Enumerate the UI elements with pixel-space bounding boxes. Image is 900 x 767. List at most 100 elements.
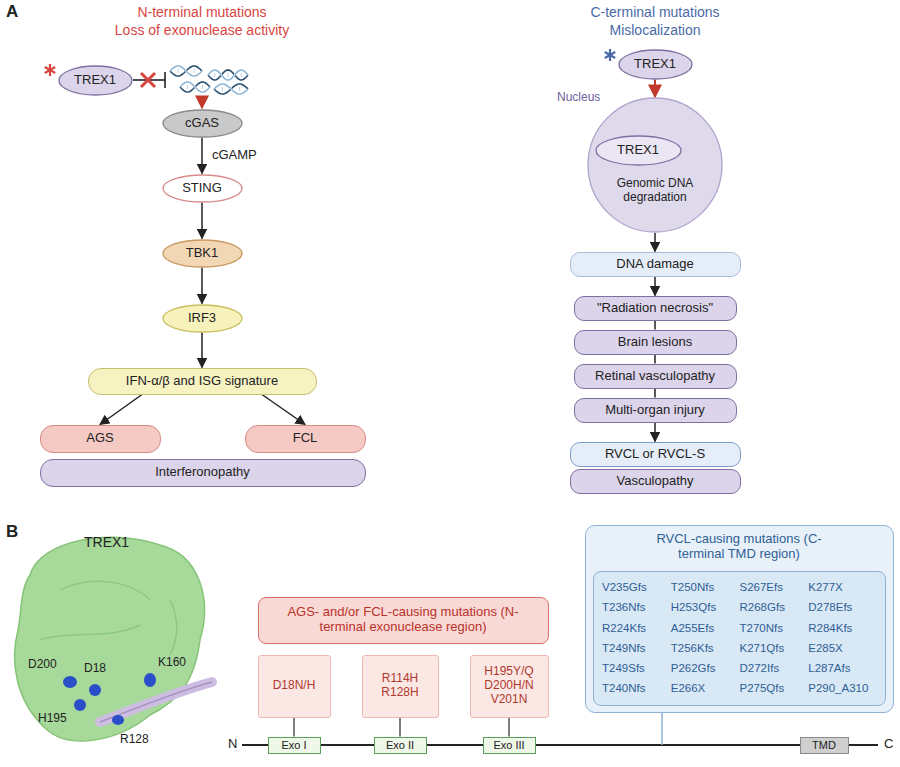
- category-box: Vasculopathy: [570, 469, 741, 494]
- connector: [508, 718, 510, 737]
- mutation-name: A255Efs: [671, 621, 740, 637]
- region-leader: [661, 713, 663, 745]
- mutation-name: T240Nfs: [602, 681, 671, 697]
- connector: [293, 718, 295, 737]
- node-text: Exo I: [281, 739, 306, 752]
- ellipse-outline: [163, 305, 242, 332]
- mutation-name: H253Qfs: [671, 600, 740, 616]
- node-text: cGAS: [185, 116, 219, 131]
- outcome-box: Brain lesions: [574, 330, 737, 355]
- node-text: RVCL-causing mutations (C-terminal TMD r…: [639, 532, 839, 562]
- edge-label: cGAMP: [210, 148, 259, 163]
- mutation-name: R268Gfs: [740, 600, 809, 616]
- dna-rung: [187, 85, 188, 89]
- node-text: AGS: [86, 431, 113, 446]
- connector: [654, 321, 656, 330]
- mutation-name: P290_A310: [808, 681, 877, 697]
- panel-letter: A: [6, 2, 18, 22]
- node-text: FCL: [293, 431, 318, 446]
- column-title: C-terminal mutations: [535, 4, 775, 20]
- node-text: TREX1: [74, 73, 116, 88]
- mutation-name: P262Gfs: [671, 661, 740, 677]
- node-text: Exo III: [493, 739, 524, 752]
- node-text: TBK1: [186, 246, 219, 261]
- protein-ellipse: TREX1: [618, 49, 693, 80]
- factor-ellipse: IRF3: [162, 304, 243, 333]
- dna-strand: [170, 66, 202, 76]
- dna-strand: [208, 70, 248, 80]
- connector: [654, 277, 656, 296]
- connector: [201, 138, 203, 174]
- mutation-name: S267Efs: [740, 580, 809, 596]
- region-header-box: AGS- and/or FCL-causing mutations (N-ter…: [258, 597, 549, 644]
- connector: [100, 395, 142, 425]
- dna-rung: [195, 85, 196, 89]
- domain-box: Exo III: [483, 737, 536, 754]
- node-text: Multi-organ injury: [605, 403, 705, 418]
- domain-box: TMD: [800, 737, 849, 754]
- ellipse-outline: [596, 136, 681, 165]
- column-title: Mislocalization: [535, 22, 775, 38]
- dna-strand: [214, 84, 248, 94]
- mutation-list-box: V235GfsT236NfsR224KfsT249NfsT249SfsT240N…: [593, 571, 886, 706]
- connector: [654, 389, 656, 398]
- mutation-name: T249Sfs: [602, 661, 671, 677]
- node-text: RVCL or RVCL-S: [605, 447, 705, 462]
- mutation-star: [45, 67, 55, 73]
- protein-axis: [242, 744, 878, 746]
- terminus-label: C: [884, 737, 893, 752]
- dna-rung: [231, 87, 232, 91]
- mutation-name: L287Afs: [808, 661, 877, 677]
- dna-strand: [208, 70, 248, 80]
- cross-mark: [141, 73, 155, 87]
- node-text: STING: [182, 181, 222, 196]
- node-text: TMD: [812, 739, 836, 752]
- protein-ellipse: TREX1: [595, 135, 682, 166]
- residue-label: D200: [28, 658, 57, 672]
- effect-box: DNA damage: [570, 252, 741, 277]
- mutation-name: T250Nfs: [671, 580, 740, 596]
- node-text: Nucleus: [557, 91, 600, 105]
- dna-rung: [214, 73, 215, 77]
- residue-d200: [63, 676, 77, 688]
- connector: [399, 718, 401, 737]
- connector: [201, 333, 203, 368]
- surface-shading: [40, 581, 177, 655]
- mutation-name: R224Kfs: [602, 621, 671, 637]
- node-text: IRF3: [188, 311, 216, 326]
- node-text: AGS- and/or FCL-causing mutations (N-ter…: [278, 605, 528, 635]
- shape-svg: [587, 97, 723, 233]
- sensor-ellipse: cGAS: [162, 109, 243, 138]
- cross-mark: [141, 73, 155, 87]
- inhibition-bar: [164, 72, 166, 88]
- node-text: TREX1: [617, 143, 659, 158]
- leader-lines: [662, 713, 663, 745]
- dna-strand: [180, 82, 210, 92]
- connector: [654, 423, 656, 442]
- terminus-label: N: [228, 737, 237, 752]
- residue-label: R128: [120, 733, 149, 747]
- dna-rung: [222, 87, 223, 91]
- outcome-box: "Radiation necrosis": [574, 296, 737, 321]
- ellipse-outline: [619, 50, 692, 79]
- domain-box: Exo II: [374, 737, 427, 754]
- mutation-name: T256Kfs: [671, 641, 740, 657]
- mutation-name: E266X: [671, 681, 740, 697]
- mutation-name: K277X: [808, 580, 877, 596]
- node-text: Genomic DNA degradation: [601, 177, 709, 205]
- adaptor-ellipse: STING: [162, 174, 243, 203]
- dna-fragments: [170, 66, 248, 94]
- region-header-box: RVCL-causing mutations (C-terminal TMD r…: [585, 525, 894, 713]
- node-text: Vasculopathy: [616, 474, 693, 489]
- nucleus-circle: NucleusGenomic DNA degradationTREX1: [587, 97, 723, 233]
- connector: [654, 80, 656, 98]
- mutation-name: D278Efs: [808, 600, 877, 616]
- disease-box: RVCL or RVCL-S: [570, 442, 741, 467]
- category-box: Interferonopathy: [40, 459, 366, 487]
- ellipse-outline: [163, 175, 242, 202]
- mutation-name: R284Kfs: [808, 621, 877, 637]
- ellipse-outline: [163, 240, 242, 267]
- dna-rung: [241, 73, 242, 77]
- node-text: TREX1: [634, 57, 676, 72]
- mutation-stars: [45, 49, 615, 76]
